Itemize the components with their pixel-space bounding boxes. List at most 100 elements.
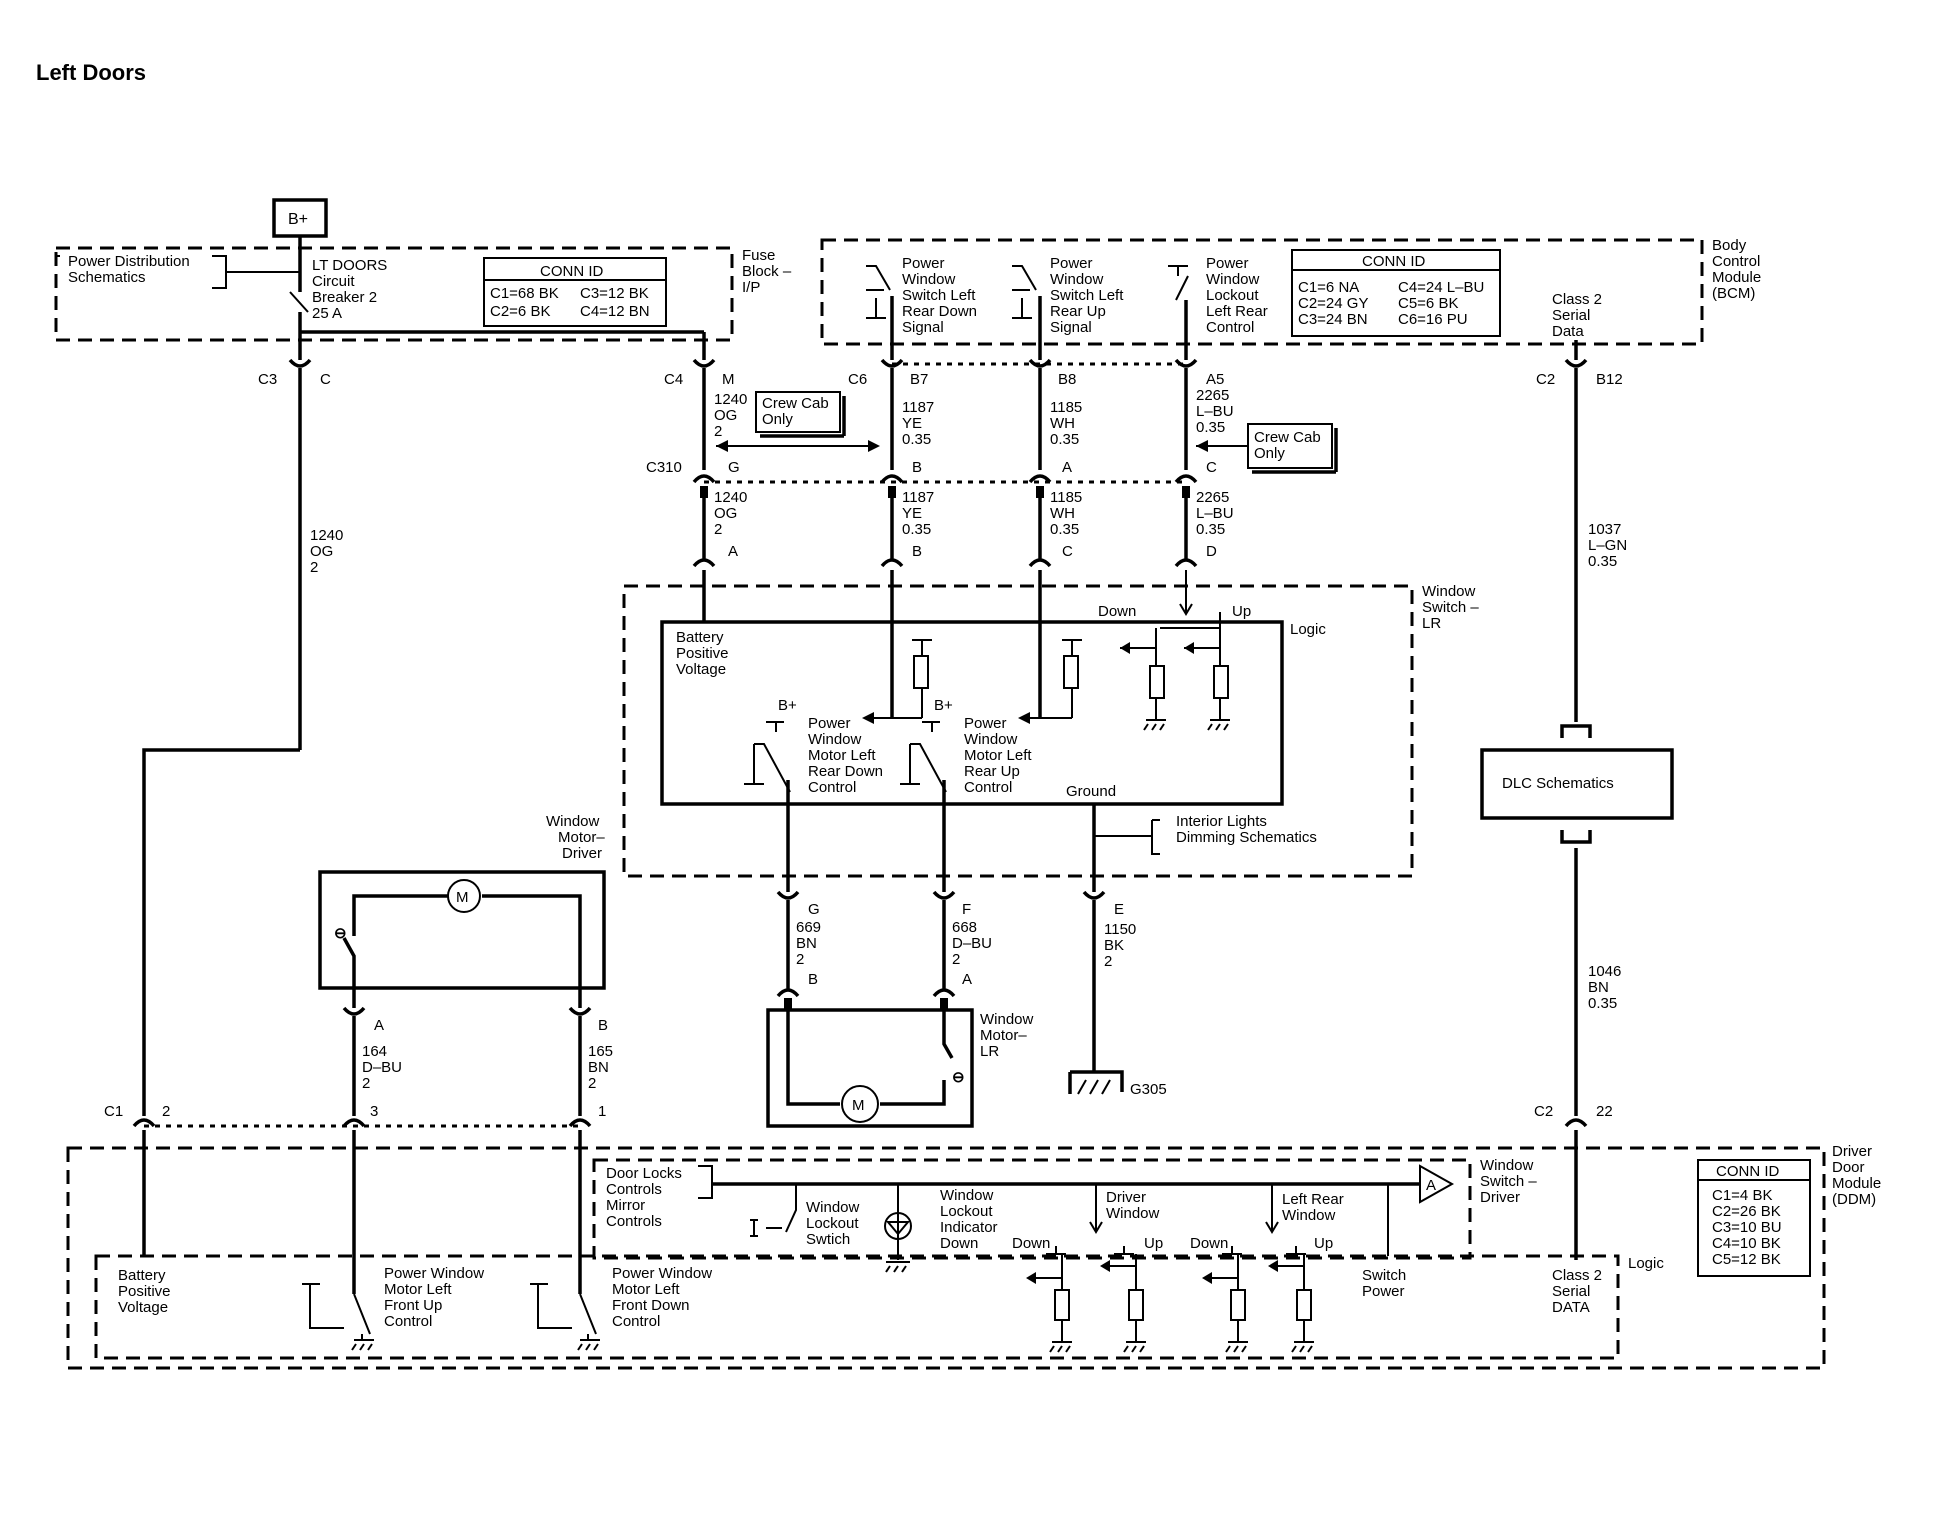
page-title: Left Doors <box>36 60 146 85</box>
svg-text:⊖: ⊖ <box>952 1069 965 1086</box>
svg-text:C4=12 BN: C4=12 BN <box>580 303 650 320</box>
svg-text:Rear Down: Rear Down <box>902 303 977 320</box>
svg-text:Controls: Controls <box>606 1181 662 1198</box>
conn-m: M <box>722 371 735 388</box>
svg-text:CONN ID: CONN ID <box>1716 1163 1780 1180</box>
svg-text:668: 668 <box>952 919 977 936</box>
conn-b8: B8 <box>1058 371 1076 388</box>
svg-text:Only: Only <box>1254 445 1285 462</box>
svg-text:A: A <box>1426 1177 1436 1194</box>
lr-resistor-up <box>1184 642 1230 731</box>
conn-c4: C4 <box>664 371 683 388</box>
svg-text:2265: 2265 <box>1196 387 1229 404</box>
conn-c: C <box>320 371 331 388</box>
svg-text:Window: Window <box>964 731 1018 748</box>
svg-text:Controls: Controls <box>606 1213 662 1230</box>
lr-bpv-label: Battery Positive Voltage <box>676 629 729 678</box>
svg-text:M: M <box>456 889 469 906</box>
motor-lr-label: Window Motor– LR <box>980 1011 1034 1060</box>
svg-text:Power Window: Power Window <box>612 1265 712 1282</box>
motor-lr-box <box>766 1008 974 1128</box>
conn-c310-b: B <box>912 459 922 476</box>
svg-text:Motor–: Motor– <box>980 1027 1027 1044</box>
svg-text:2: 2 <box>714 521 722 538</box>
lr-resistor-down <box>1120 628 1166 731</box>
lockout-switch-label: Window Lockout Swtich <box>806 1199 860 1248</box>
bcm-class2-label: Class 2 Serial Data <box>1552 291 1602 340</box>
svg-text:Interior Lights: Interior Lights <box>1176 813 1267 830</box>
conn-c310-g: G <box>728 459 740 476</box>
conn-c310-c: C <box>1206 459 1217 476</box>
svg-text:C2=26 BK: C2=26 BK <box>1712 1203 1781 1220</box>
svg-text:Positive: Positive <box>118 1283 171 1300</box>
circuit-breaker-label: LT DOORS Circuit Breaker 2 25 A <box>312 257 387 322</box>
door-locks-bracket <box>698 1165 713 1199</box>
svg-text:C4=10 BK: C4=10 BK <box>1712 1235 1781 1252</box>
ddm-down-up-labels: Down Up Down Up <box>1012 1235 1333 1252</box>
ddm-pwm-fd-label: Power Window Motor Left Front Down Contr… <box>612 1265 712 1330</box>
svg-text:165: 165 <box>588 1043 613 1060</box>
window-switch-connector <box>692 558 1198 568</box>
svg-text:Signal: Signal <box>902 319 944 336</box>
bcm-lockout-label: Power Window Lockout Left Rear Control <box>1206 255 1268 336</box>
svg-text:Class 2: Class 2 <box>1552 291 1602 308</box>
svg-text:C5=6 BK: C5=6 BK <box>1398 295 1458 312</box>
svg-text:Window: Window <box>1480 1157 1534 1174</box>
svg-text:OG: OG <box>714 407 737 424</box>
wire-2265-lower: 2265 L–BU 0.35 <box>1196 489 1234 538</box>
svg-text:Door Locks: Door Locks <box>606 1165 682 1182</box>
svg-text:Front Up: Front Up <box>384 1297 442 1314</box>
svg-text:Power: Power <box>1050 255 1093 272</box>
svg-text:Signal: Signal <box>1050 319 1092 336</box>
wire-1187-upper: 1187 YE 0.35 <box>902 399 934 448</box>
svg-text:Serial: Serial <box>1552 307 1590 324</box>
window-switch-driver-label: Window Switch – Driver <box>1480 1157 1537 1206</box>
svg-text:0.35: 0.35 <box>1196 419 1225 436</box>
circuit-breaker-symbol <box>289 291 309 313</box>
bcm-rd-label: Power Window Switch Left Rear Down Signa… <box>902 255 977 336</box>
bcm-rd-switch-icon <box>866 265 891 319</box>
c310-connector <box>692 474 1198 498</box>
svg-text:Window: Window <box>1422 583 1476 600</box>
svg-text:Left Rear: Left Rear <box>1206 303 1268 320</box>
bcm-label: Body Control Module (BCM) <box>1712 237 1761 302</box>
svg-text:Module: Module <box>1832 1175 1881 1192</box>
svg-text:Front Down: Front Down <box>612 1297 690 1314</box>
ddm-box <box>66 1146 1826 1370</box>
left-rear-window-label: Left Rear Window <box>1282 1191 1344 1224</box>
motor-lr-icon <box>841 1085 879 1123</box>
wire-669: 669 BN 2 <box>796 919 821 968</box>
svg-text:C4=24 L–BU: C4=24 L–BU <box>1398 279 1484 296</box>
svg-text:Driver: Driver <box>562 845 602 862</box>
svg-text:L–BU: L–BU <box>1196 403 1234 420</box>
crew-cab-box-left: Crew Cab Only <box>755 391 846 438</box>
svg-text:Window: Window <box>808 731 862 748</box>
conn-md-b: B <box>598 1017 608 1034</box>
motor-lr-circuit <box>786 1010 954 1106</box>
svg-text:C1=68 BK: C1=68 BK <box>490 285 559 302</box>
svg-text:Block –: Block – <box>742 263 792 280</box>
svg-text:C1=6 NA: C1=6 NA <box>1298 279 1359 296</box>
svg-text:Battery: Battery <box>676 629 724 646</box>
lr-resistor-2 <box>1040 639 1082 719</box>
svg-text:669: 669 <box>796 919 821 936</box>
svg-text:Driver: Driver <box>1480 1189 1520 1206</box>
svg-text:1240: 1240 <box>310 527 343 544</box>
wire-1240-upper: 1240 OG 2 <box>714 391 747 440</box>
svg-text:Lockout: Lockout <box>1206 287 1259 304</box>
bcm-ru-switch-icon <box>1012 265 1037 319</box>
conn-ws-d: D <box>1206 543 1217 560</box>
svg-text:Switch Left: Switch Left <box>902 287 976 304</box>
svg-text:Door: Door <box>1832 1159 1865 1176</box>
svg-text:DATA: DATA <box>1552 1299 1590 1316</box>
svg-text:Crew Cab: Crew Cab <box>762 395 829 412</box>
svg-text:Battery: Battery <box>118 1267 166 1284</box>
svg-text:Power Distribution: Power Distribution <box>68 253 190 270</box>
logic-label-ddm: Logic <box>1628 1255 1664 1272</box>
door-locks-label: Door Locks Controls Mirror Controls <box>606 1165 682 1230</box>
svg-text:2: 2 <box>1104 953 1112 970</box>
svg-text:Body: Body <box>1712 237 1747 254</box>
svg-text:YE: YE <box>902 505 922 522</box>
svg-text:Power: Power <box>808 715 851 732</box>
svg-text:Switch Left: Switch Left <box>1050 287 1124 304</box>
